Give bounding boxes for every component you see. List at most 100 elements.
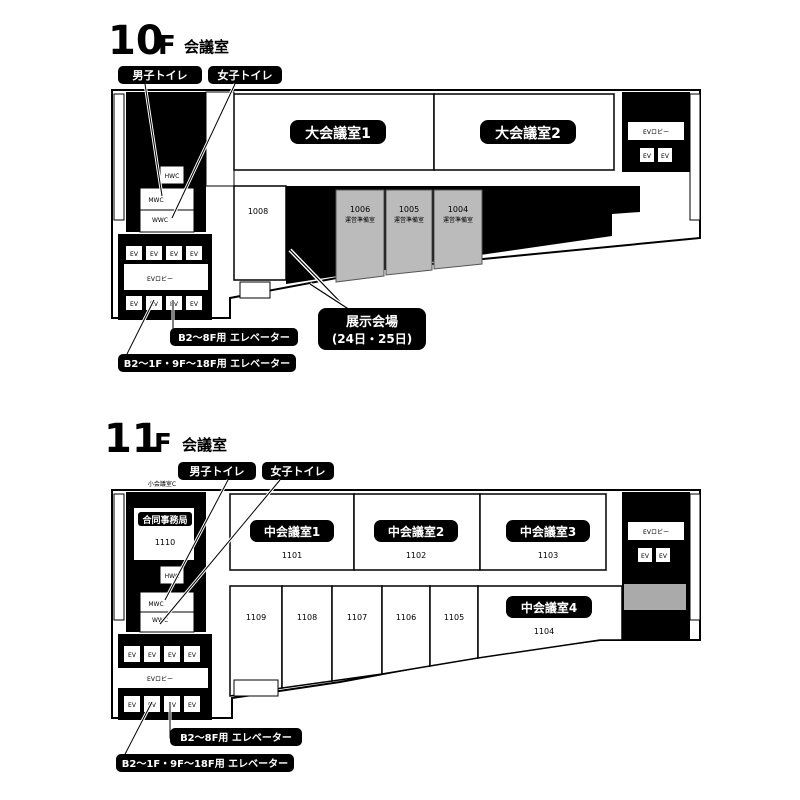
mens-leader-11 bbox=[164, 479, 229, 601]
room-large-1-label: 大会議室1 bbox=[305, 125, 371, 142]
mwc-label-11: MWC bbox=[148, 601, 163, 608]
wwc-room-11 bbox=[139, 611, 195, 633]
ev-icon: EV bbox=[128, 702, 137, 709]
window-strip-right-11 bbox=[689, 493, 701, 621]
exhibit-leader-b bbox=[309, 283, 351, 311]
room-1105 bbox=[429, 585, 479, 667]
elev-18f-callout-11-bg bbox=[116, 754, 294, 772]
wwc-label: WWC bbox=[152, 217, 168, 224]
room-1004 bbox=[433, 189, 483, 270]
window-strip-right bbox=[689, 93, 701, 221]
ev-right-11-1 bbox=[638, 548, 652, 562]
ev-icon: EV bbox=[148, 702, 157, 709]
mens-toilet-callout-11-bg bbox=[178, 462, 256, 480]
ev-icon: EV bbox=[128, 652, 137, 659]
room-1107 bbox=[331, 585, 383, 682]
exhibit-leader-a bbox=[289, 249, 349, 311]
ev-lobby-right bbox=[628, 122, 684, 140]
mens-leader bbox=[144, 83, 163, 197]
room-1105-num: 1105 bbox=[444, 613, 464, 622]
ev-icon: EV bbox=[130, 301, 139, 308]
elev-8f-callout-11: B2～8F用 エレベーター bbox=[180, 732, 292, 744]
room-large-1-label-bg bbox=[290, 120, 386, 144]
room-1005 bbox=[385, 189, 433, 276]
room-1008 bbox=[233, 185, 287, 281]
ev-icon: EV bbox=[643, 153, 652, 160]
room-1004-num: 1004 bbox=[448, 205, 468, 214]
ev-lobby-right-11 bbox=[628, 522, 684, 540]
elev-18f-leader bbox=[123, 299, 155, 361]
room-1104-label: 中会議室4 bbox=[521, 600, 577, 615]
ev-icon: EV bbox=[150, 251, 159, 258]
room-1008-label: 1008 bbox=[248, 207, 268, 216]
ev-lobby-right-label: EVロビー bbox=[643, 128, 669, 136]
ev-right-11-2 bbox=[656, 548, 670, 562]
room-1109-num: 1109 bbox=[246, 613, 266, 622]
ev-lobby-left bbox=[124, 264, 208, 290]
womens-leader bbox=[171, 83, 236, 219]
room-1005-use: 運営準備室 bbox=[394, 216, 424, 224]
ev-icon: EV bbox=[641, 553, 650, 560]
ev-lobby-left-11 bbox=[118, 668, 208, 688]
room-1108-num: 1108 bbox=[297, 613, 317, 622]
ev-lobby-label-11: EVロビー bbox=[147, 675, 173, 683]
mwc-label: MWC bbox=[148, 197, 163, 204]
room-1107-num: 1107 bbox=[347, 613, 367, 622]
elev-18f-callout-bg bbox=[118, 354, 296, 372]
stair-11 bbox=[233, 679, 279, 697]
room-1101-num: 1101 bbox=[282, 551, 302, 560]
window-strip-left-11 bbox=[113, 493, 125, 621]
ev-icon: EV bbox=[168, 702, 177, 709]
ev-lobby-right-label-11: EVロビー bbox=[643, 528, 669, 536]
ev-icon: EV bbox=[188, 652, 197, 659]
ev-icon: EV bbox=[130, 251, 139, 258]
elev-18f-leader-11 bbox=[121, 701, 153, 761]
ev-icon: EV bbox=[148, 652, 157, 659]
ev-icon: EV bbox=[661, 153, 670, 160]
ev-icon: EV bbox=[170, 251, 179, 258]
grey-service-right-11 bbox=[624, 584, 686, 610]
room-1103-num: 1103 bbox=[538, 551, 558, 560]
room-1101-label: 中会議室1 bbox=[264, 524, 320, 539]
room-1006 bbox=[335, 189, 385, 283]
ev-icon: EV bbox=[188, 702, 197, 709]
ev-icon: EV bbox=[190, 301, 199, 308]
elev-18f-callout: B2～1F・9F～18F用 エレベーター bbox=[124, 358, 290, 370]
ev-lobby-label: EVロビー bbox=[147, 275, 173, 283]
floor-11-number: 11 bbox=[104, 416, 160, 462]
exhibit-callout-line1: 展示会場 bbox=[346, 314, 398, 330]
room-1103-label: 中会議室3 bbox=[520, 524, 576, 539]
office-1110-label-bg bbox=[138, 512, 192, 526]
mens-toilet-callout: 男子トイレ bbox=[133, 69, 188, 82]
womens-toilet-callout: 女子トイレ bbox=[218, 68, 273, 82]
room-1101-label-bg bbox=[250, 520, 334, 542]
ev-icon: EV bbox=[190, 251, 199, 258]
floor-10-label: 会議室 bbox=[184, 38, 229, 56]
elev-8f-callout-bg bbox=[170, 328, 298, 346]
floor-10-plan: 10 F 会議室 HWC MWC WWC EVロビー EV EV EV EV E… bbox=[108, 18, 701, 372]
ev-icon: EV bbox=[168, 652, 177, 659]
elev-8f-callout-11-bg bbox=[170, 728, 302, 746]
ev-cars-top: EV EV EV EV bbox=[126, 246, 202, 260]
room-large-2-label-bg bbox=[480, 120, 576, 144]
room-1102-label: 中会議室2 bbox=[388, 524, 444, 539]
hwc-label: HWC bbox=[165, 173, 180, 180]
office-1110-name: 合同事務局 bbox=[142, 514, 187, 526]
womens-toilet-callout-11: 女子トイレ bbox=[271, 464, 326, 478]
elev-8f-callout: B2～8F用 エレベーター bbox=[178, 332, 290, 344]
room-1006-num: 1006 bbox=[350, 205, 370, 214]
room-1106 bbox=[381, 585, 431, 675]
ev-right-1 bbox=[640, 148, 654, 162]
hwc-label-11: HWC bbox=[165, 573, 180, 580]
room-1006-use: 運営準備室 bbox=[345, 216, 375, 224]
mens-toilet-callout-11: 男子トイレ bbox=[190, 465, 245, 478]
floor-11-plan: 11 F 会議室 合同事務局 1110 小会議室C HWC MWC WWC EV… bbox=[104, 416, 701, 772]
mens-toilet-callout-bg bbox=[118, 66, 202, 84]
womens-toilet-callout-bg bbox=[208, 66, 282, 84]
womens-leader-11 bbox=[159, 479, 281, 625]
elev-18f-callout-11: B2～1F・9F～18F用 エレベーター bbox=[122, 758, 288, 770]
floor-10-number: 10 bbox=[108, 18, 164, 64]
ev-right-2 bbox=[658, 148, 672, 162]
exhibit-callout-line2: (24日・25日) bbox=[332, 332, 412, 346]
